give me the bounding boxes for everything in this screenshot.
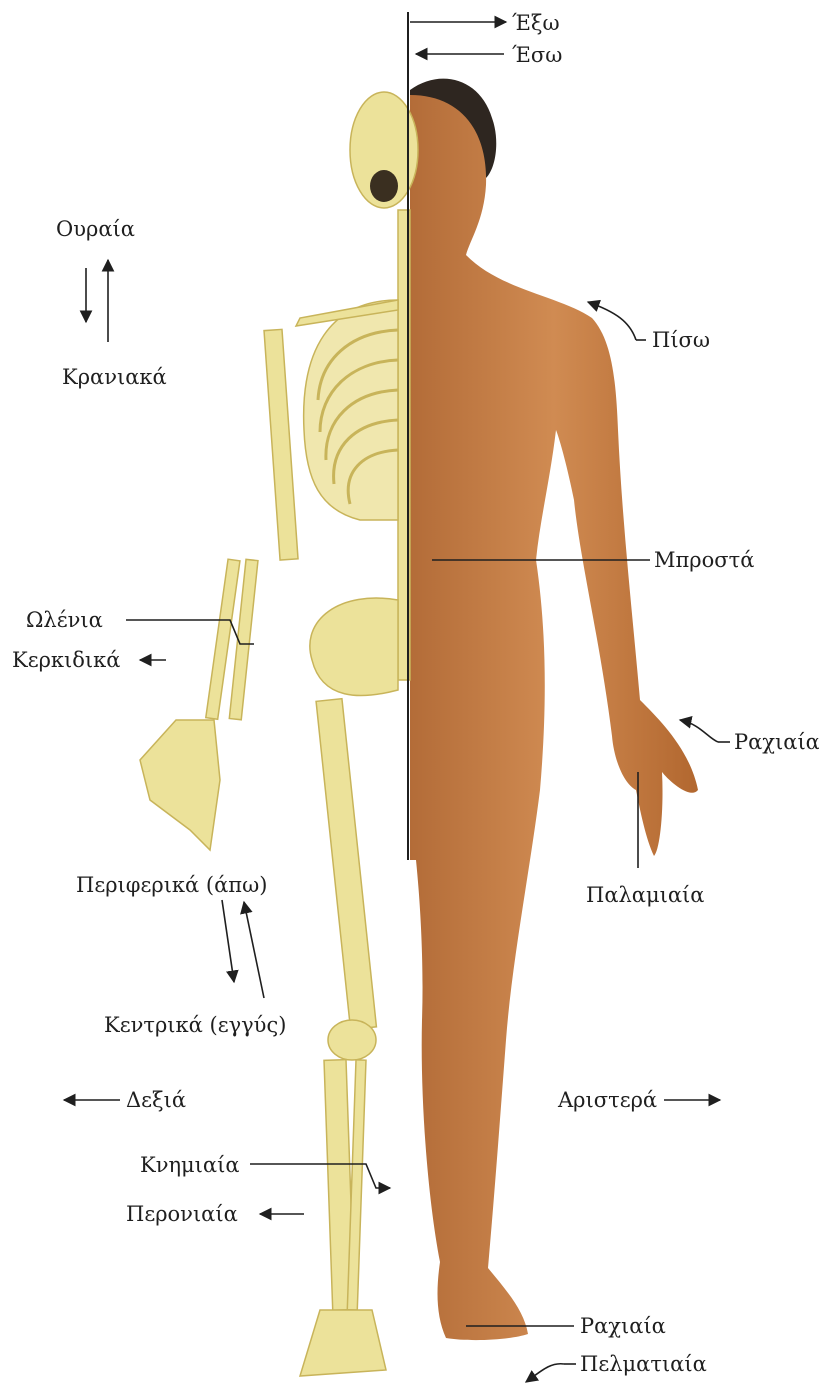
label-caudal: Ουραία: [56, 217, 135, 241]
label-dorsal-foot: Ραχιαία: [580, 1314, 666, 1338]
label-palmar: Παλαμιαία: [586, 883, 704, 907]
label-outward: Έξω: [512, 11, 560, 35]
label-right: Δεξιά: [126, 1088, 186, 1112]
label-proximal: Κεντρικά (εγγύς): [104, 1013, 286, 1037]
label-ulnar: Ωλένια: [26, 608, 103, 632]
label-distal: Περιφερικά (άπω): [76, 873, 267, 897]
hand-bones: [140, 720, 220, 850]
label-cranial: Κρανιακά: [62, 365, 167, 389]
tibial-leader: [250, 1164, 390, 1188]
label-plantar: Πελματιαία: [580, 1352, 707, 1376]
ulnar-leader: [126, 620, 254, 644]
pelvis: [310, 598, 398, 695]
humerus: [264, 329, 298, 560]
dorsal-hand-arrow: [680, 720, 718, 742]
label-left: Αριστερά: [557, 1088, 657, 1112]
femur: [316, 699, 376, 1030]
label-fibular: Περονιαία: [126, 1202, 238, 1226]
ribcage: [304, 300, 398, 520]
plantar-arrow: [526, 1364, 564, 1382]
skin-half: [410, 79, 698, 1341]
label-anterior: Μπροστά: [654, 548, 754, 572]
label-tibial: Κνημιαία: [140, 1153, 240, 1177]
proximal-arrow: [244, 902, 264, 998]
label-posterior: Πίσω: [652, 328, 710, 352]
skeleton-half: [140, 92, 418, 1376]
label-dorsal-hand: Ραχιαία: [734, 730, 819, 754]
label-inward: Έσω: [512, 43, 562, 67]
distal-arrow: [222, 900, 234, 982]
label-radial: Κερκιδικά: [12, 648, 120, 672]
foot-bones: [300, 1310, 386, 1376]
skin-body: [410, 95, 698, 1340]
patella: [328, 1020, 376, 1060]
